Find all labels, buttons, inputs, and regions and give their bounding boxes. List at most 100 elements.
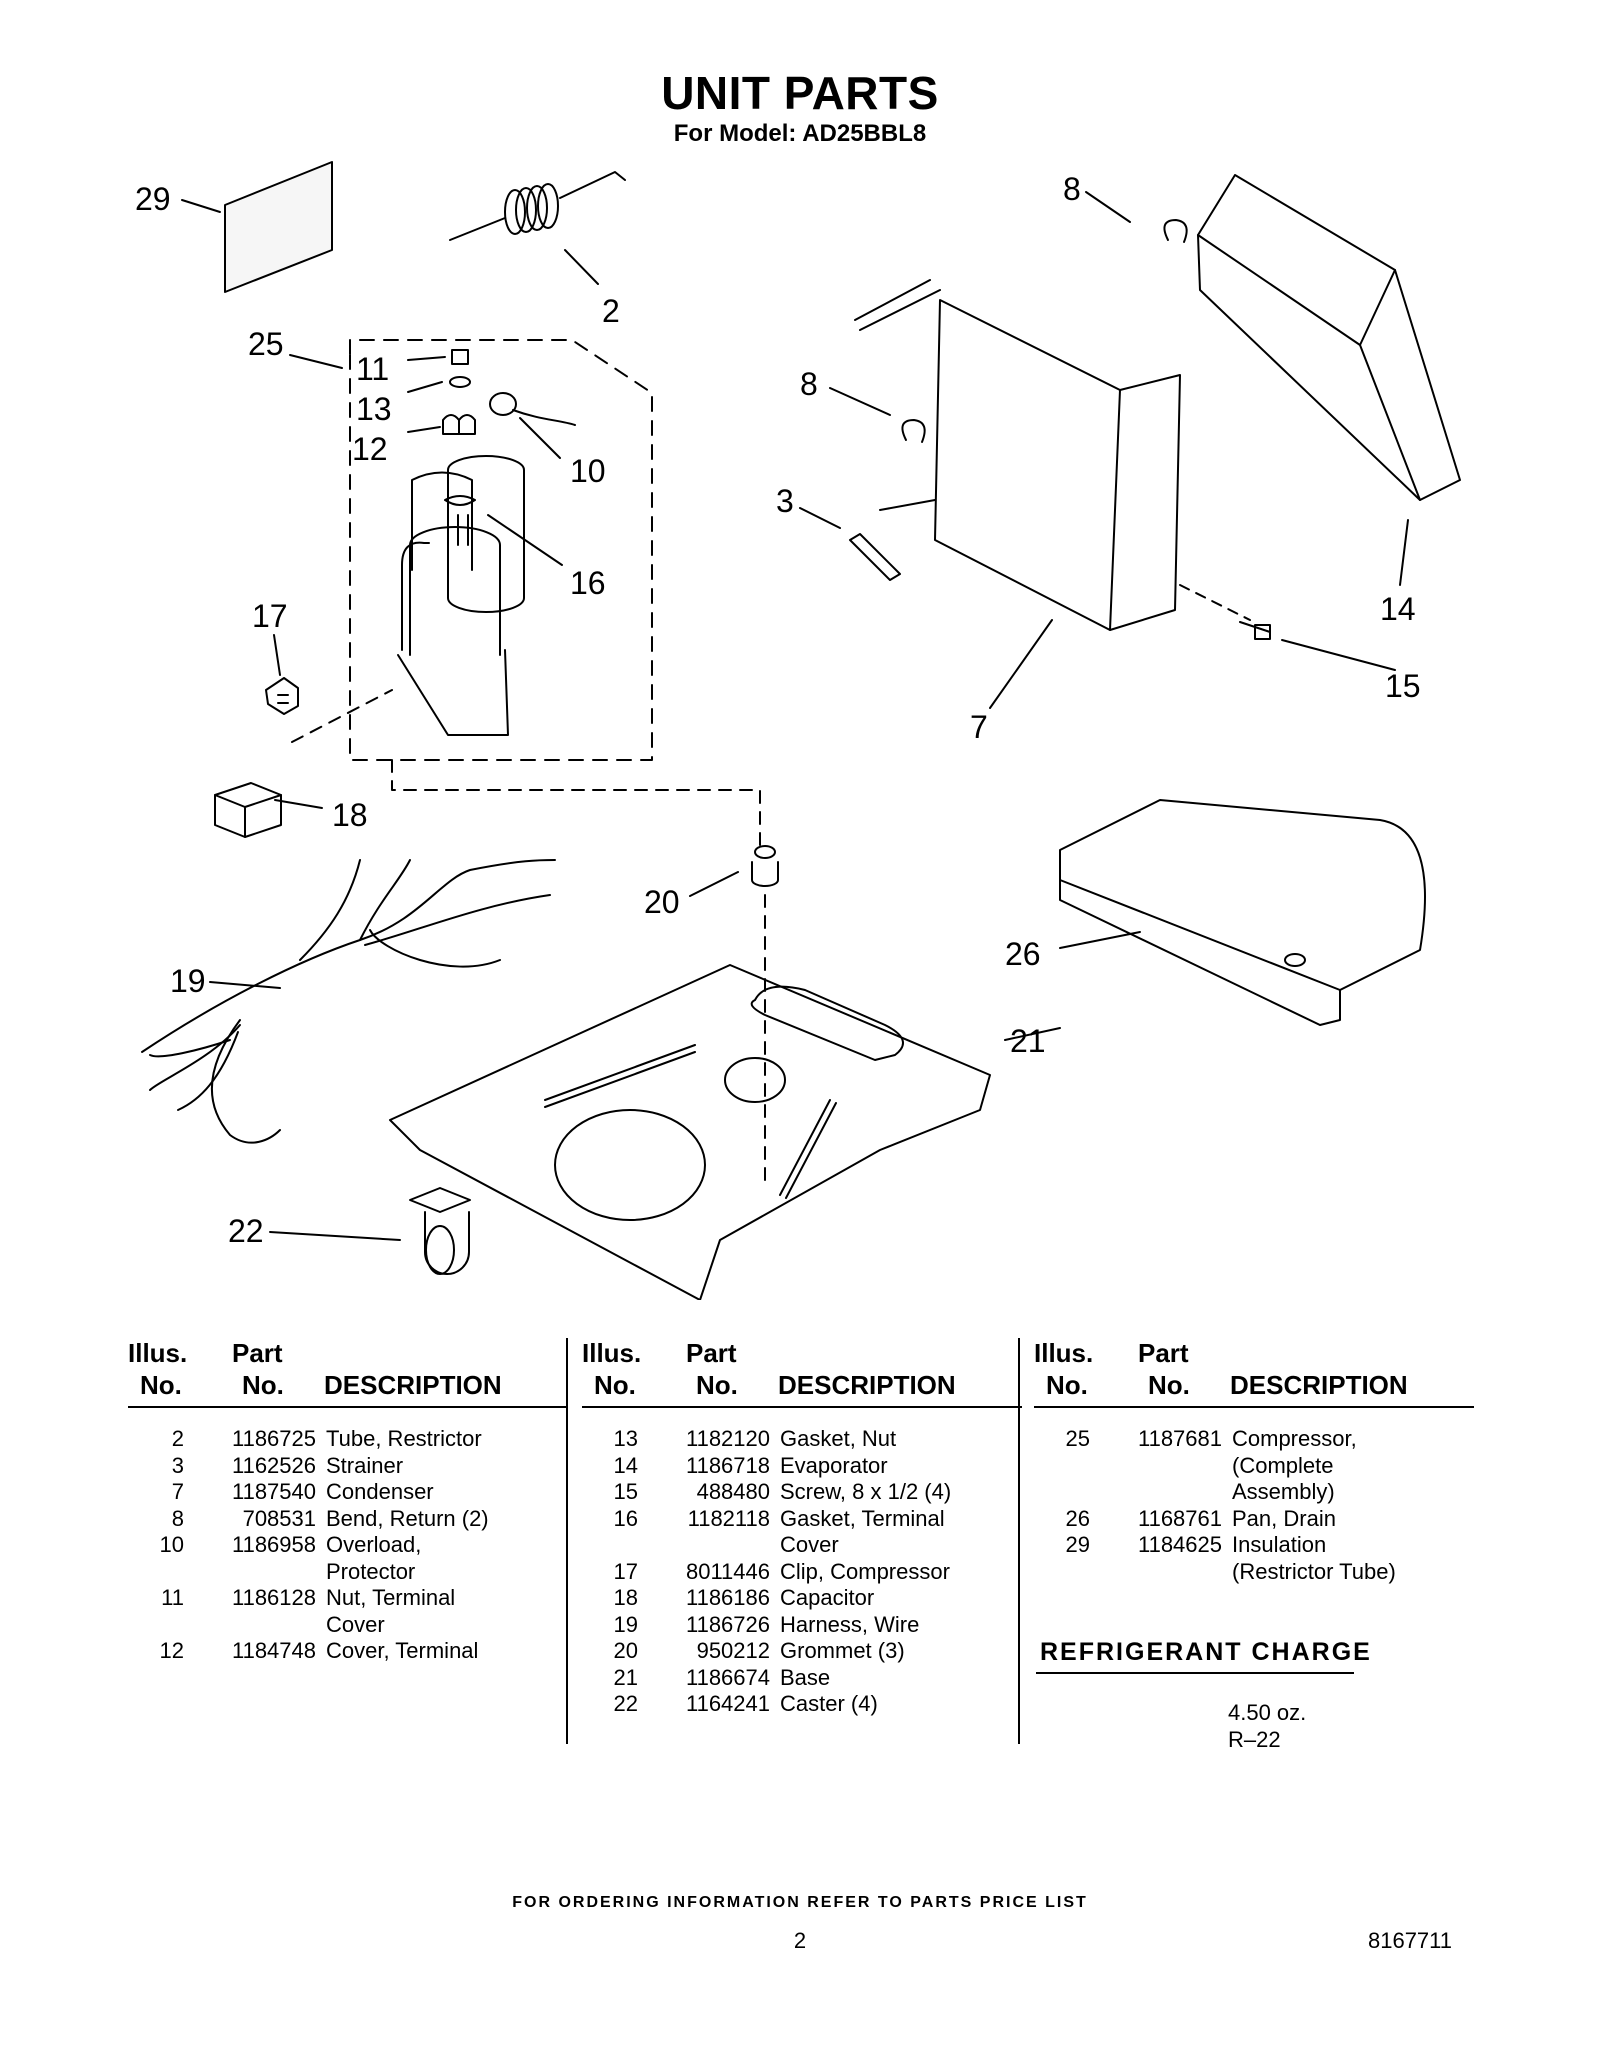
illus-number: 13 [613, 1426, 638, 1451]
table-row: 10 1186958 Overload, [128, 1532, 568, 1559]
header-description: DESCRIPTION [1230, 1370, 1408, 1400]
refrigerant-rule [1036, 1672, 1354, 1674]
part-number: 1186128 [231, 1585, 316, 1610]
callout-label: 19 [170, 963, 206, 999]
insulation-pad-part [224, 161, 333, 293]
illus-number: 19 [613, 1611, 638, 1637]
part-number: 1184748 [231, 1638, 316, 1663]
callout-label: 16 [570, 565, 606, 601]
callout-label: 20 [644, 884, 680, 920]
refrigerant-type: R–22 [1228, 1727, 1281, 1752]
part-number: 1184625 [1137, 1532, 1222, 1557]
illus-number: 7 [171, 1479, 184, 1504]
header-illus-no: No. [1046, 1370, 1088, 1400]
part-description: Insulation [1232, 1532, 1327, 1557]
header-description: DESCRIPTION [778, 1370, 956, 1400]
part-number: 1182118 [687, 1505, 770, 1531]
compressor-assembly-boundary [349, 339, 653, 761]
illus-number: 10 [159, 1532, 184, 1557]
illus-number: 12 [159, 1638, 184, 1663]
part-description: Clip, Compressor [780, 1558, 950, 1584]
part-description: Capacitor [780, 1585, 875, 1610]
part-description: Screw, 8 x 1/2 (4) [780, 1479, 952, 1504]
part-description: Caster (4) [780, 1691, 878, 1716]
part-number: 1186718 [685, 1452, 770, 1478]
part-number: 488480 [696, 1479, 770, 1504]
table-row: (Complete [1034, 1453, 1474, 1480]
table-header: Illus. No. Part No. DESCRIPTION [582, 1338, 1022, 1408]
part-description: Cover [780, 1532, 839, 1557]
illus-number: 21 [613, 1664, 638, 1690]
return-bend-part [1163, 219, 1188, 243]
illus-number: 2 [171, 1426, 184, 1451]
illus-number: 11 [161, 1585, 184, 1610]
part-description: Grommet (3) [780, 1638, 905, 1663]
illus-number: 3 [171, 1452, 184, 1478]
ordering-note: FOR ORDERING INFORMATION REFER TO PARTS … [512, 1894, 1088, 1911]
capacitor-part [214, 782, 282, 838]
part-number: 1186186 [685, 1585, 770, 1610]
part-number: 1162526 [231, 1452, 316, 1478]
callout-label: 12 [352, 431, 388, 467]
header-part: Part [232, 1338, 283, 1368]
callout-label: 18 [332, 797, 368, 833]
column-divider [1018, 1338, 1020, 1744]
grommet-part [751, 845, 779, 887]
part-number: 1187681 [1137, 1426, 1222, 1451]
header-illus-no: No. [140, 1370, 182, 1400]
part-description: Overload, [326, 1532, 422, 1557]
callout-label: 21 [1010, 1023, 1046, 1059]
part-number: 1168761 [1137, 1505, 1222, 1531]
callout-label: 11 [356, 351, 389, 387]
callout-label: 14 [1380, 591, 1416, 627]
terminal-hardware-parts [442, 349, 476, 506]
part-number: 1182120 [685, 1426, 770, 1451]
header-part: Part [1138, 1338, 1189, 1368]
part-description: (Restrictor Tube) [1232, 1558, 1396, 1584]
part-number: 1186958 [231, 1532, 316, 1557]
caster-part [409, 1187, 471, 1275]
compressor-part [397, 455, 525, 736]
callout-label: 10 [570, 453, 606, 489]
table-row: Cover [128, 1612, 568, 1639]
part-description: Strainer [326, 1452, 404, 1478]
table-row: 29 1184625 Insulation [1034, 1532, 1474, 1559]
part-description: Harness, Wire [780, 1611, 920, 1637]
part-description: Base [780, 1664, 831, 1690]
table-row: (Restrictor Tube) [1034, 1559, 1474, 1586]
part-description: Nut, Terminal [326, 1585, 456, 1610]
table-row: Protector [128, 1559, 568, 1586]
compressor-clip-part [265, 677, 299, 715]
table-header: Illus. No. Part No. DESCRIPTION [1034, 1338, 1474, 1408]
callout-label: 8 [800, 366, 818, 402]
illus-number: 29 [1065, 1532, 1090, 1557]
parts-table-column-2: Illus. No. Part No. DESCRIPTION 13 118212… [582, 1338, 1022, 1718]
callout-label: 3 [776, 483, 794, 519]
evaporator-part [1197, 174, 1461, 501]
table-row: Cover [582, 1532, 1022, 1559]
part-description: Evaporator [780, 1452, 888, 1478]
return-bend-part [901, 419, 926, 443]
drain-pan-part [1059, 799, 1426, 1026]
document-number: 8167711 [1367, 1928, 1452, 1953]
part-description: Assembly) [1232, 1479, 1335, 1504]
illus-number: 26 [1065, 1505, 1090, 1531]
header-part-no: No. [242, 1370, 284, 1400]
illus-number: 22 [613, 1691, 638, 1716]
illus-number: 25 [1065, 1426, 1090, 1451]
illus-number: 17 [613, 1558, 638, 1584]
callout-label: 15 [1385, 668, 1421, 704]
part-description: Bend, Return (2) [326, 1505, 489, 1531]
